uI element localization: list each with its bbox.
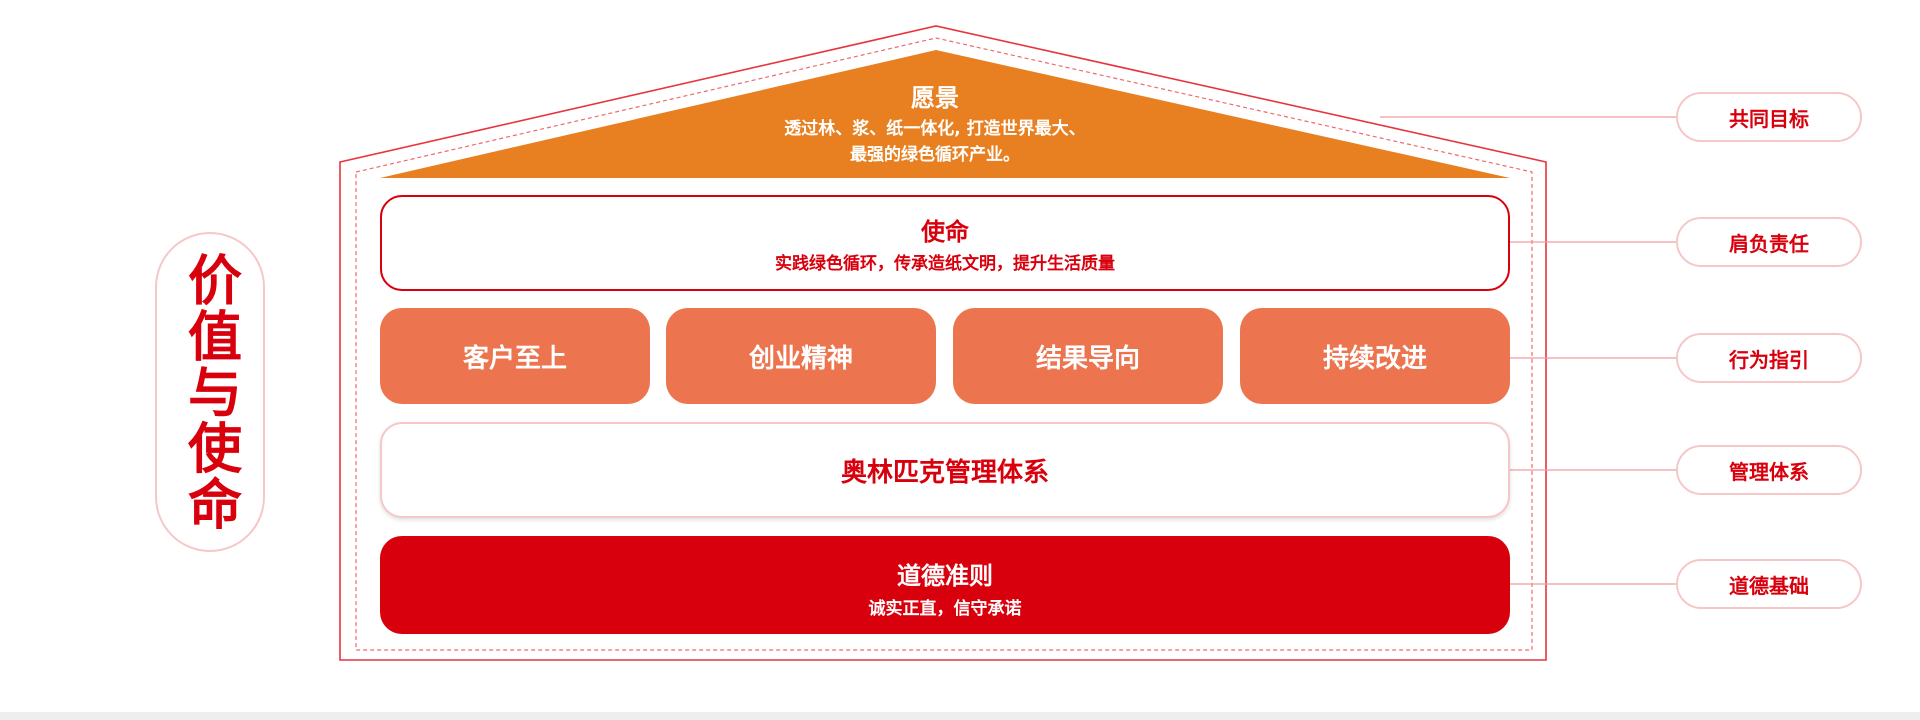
- mission-description: 实践绿色循环，传承造纸文明，提升生活质量: [775, 254, 1115, 274]
- value-box-entrepreneurship: 创业精神: [666, 308, 936, 404]
- vision-line-2: 最强的绿色循环产业。: [850, 145, 1020, 165]
- mission-box: [380, 195, 1510, 291]
- tag-moral-foundation: 道德基础: [1676, 559, 1862, 609]
- ethics-description: 诚实正直，信守承诺: [868, 599, 1022, 619]
- side-title-pill: 价值与使命: [155, 232, 265, 552]
- tag-behavior-guide: 行为指引: [1676, 333, 1862, 383]
- tag-shared-goal: 共同目标: [1676, 92, 1862, 142]
- value-box-results: 结果导向: [953, 308, 1223, 404]
- side-title: 价值与使命: [178, 252, 242, 532]
- vision-line-1: 透过林、浆、纸一体化, 打造世界最大、: [784, 119, 1086, 139]
- house-inner-dashed-outline: [355, 37, 1533, 651]
- management-system-box: 奥林匹克管理体系: [380, 422, 1510, 518]
- house-outline: [339, 25, 1547, 661]
- tag-responsibility: 肩负责任: [1676, 217, 1862, 267]
- tag-management-system: 管理体系: [1676, 445, 1862, 495]
- ethics-box: [380, 536, 1510, 634]
- vision-roof: [380, 50, 1510, 178]
- bottom-divider: [0, 712, 1920, 720]
- mission-title: 使命: [921, 218, 969, 246]
- vision-title: 愿景: [911, 84, 959, 112]
- ethics-title: 道德准则: [897, 562, 993, 590]
- value-box-customer: 客户至上: [380, 308, 650, 404]
- value-box-improvement: 持续改进: [1240, 308, 1510, 404]
